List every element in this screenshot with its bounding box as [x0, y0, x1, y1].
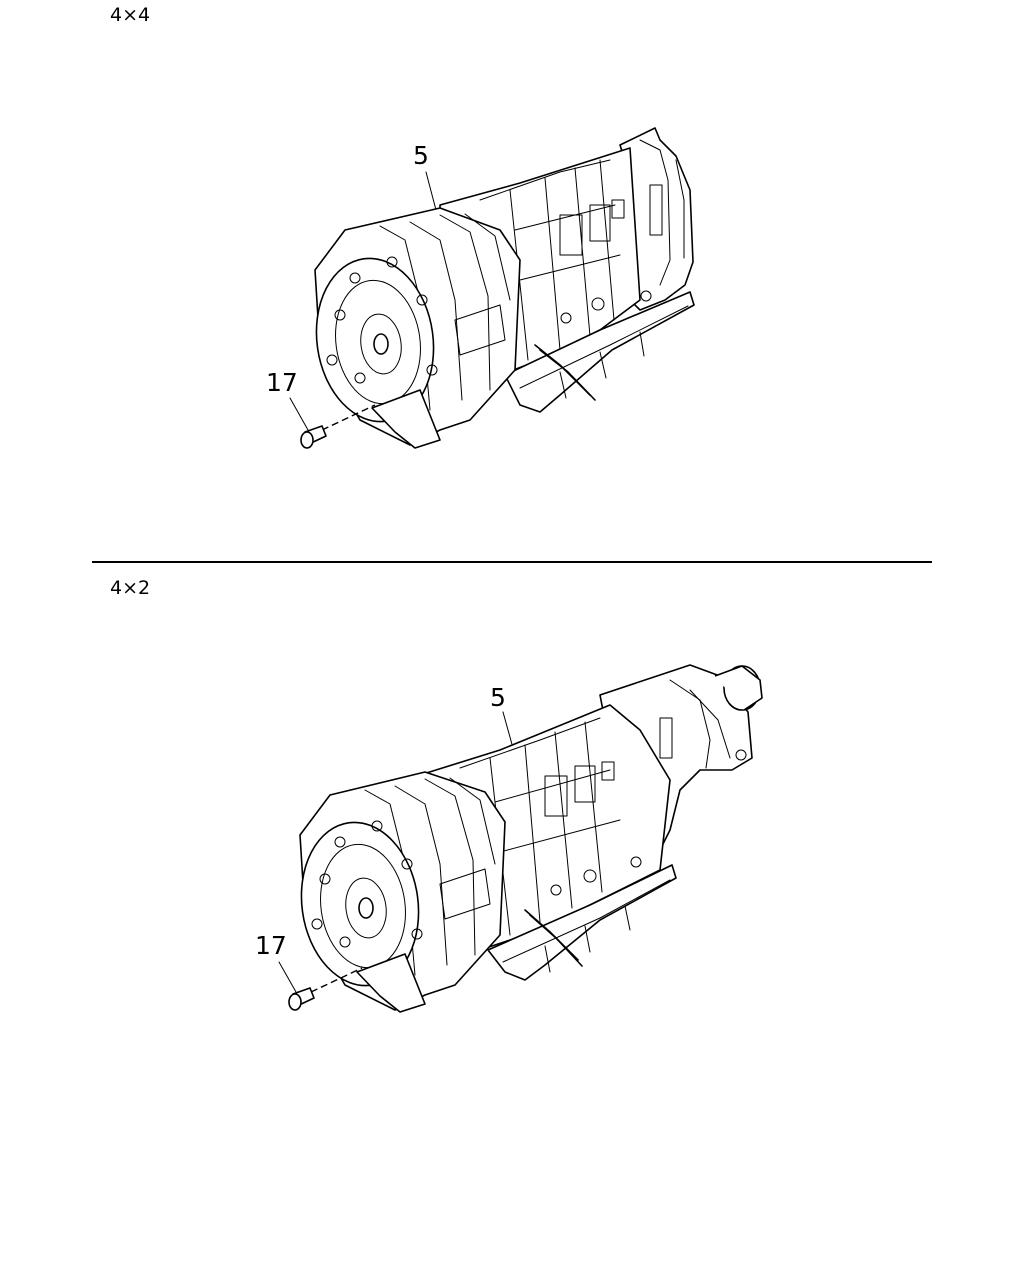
leader-line-assembly: [502, 711, 514, 749]
callout-bolt-4x4: 17: [266, 368, 298, 397]
transmission-4x2-drawing: [278, 664, 763, 1013]
bolt-17: [300, 404, 376, 449]
mounting-flange: [356, 953, 426, 1013]
section-label-4x4: 4×4: [110, 4, 151, 26]
oil-pan: [487, 864, 677, 981]
oil-pan: [504, 291, 695, 413]
section-divider: [92, 561, 932, 563]
leader-line-bolt: [278, 961, 297, 993]
transmission-4x4-drawing: [289, 127, 695, 449]
callout-transmission-4x2: 5: [490, 683, 506, 712]
leader-line-assembly: [425, 171, 437, 211]
callout-transmission-4x4: 5: [413, 141, 429, 170]
section-label-4x2: 4×2: [110, 577, 151, 599]
bolt-17: [288, 967, 363, 1011]
mounting-flange: [371, 389, 441, 449]
callout-bolt-4x2: 17: [255, 931, 287, 960]
leader-line-bolt: [289, 397, 309, 431]
